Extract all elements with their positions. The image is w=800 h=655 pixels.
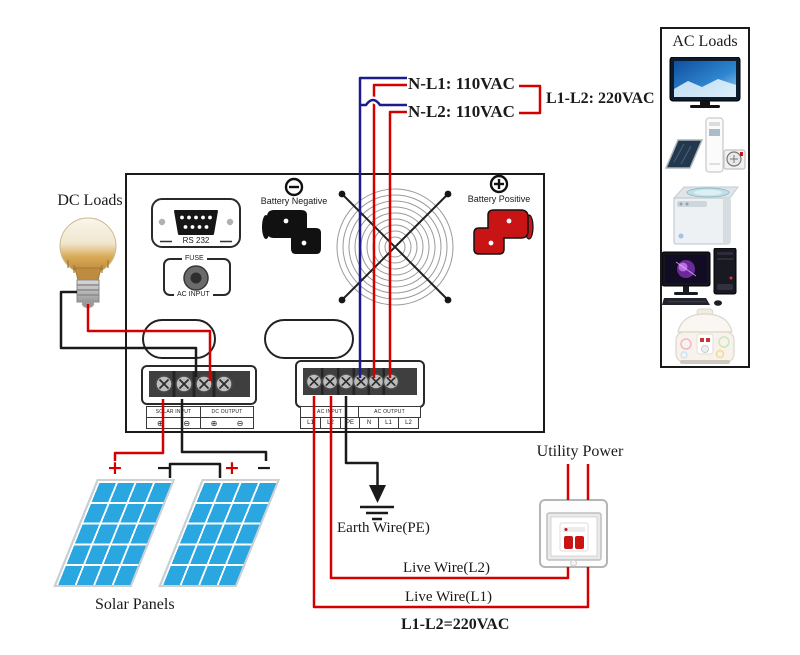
air-conditioner-icon (664, 117, 746, 173)
washing-machine-icon (672, 186, 739, 245)
pin-l2-in: L2 (320, 417, 341, 429)
rice-cooker-icon (675, 308, 735, 364)
cable-oval-right (264, 319, 354, 359)
dc-loads-title: DC Loads (57, 192, 123, 209)
pin-l1-in: L1 (300, 417, 321, 429)
ac-loads-title: AC Loads (672, 33, 738, 50)
earth-wire-label: Earth Wire(PE) (337, 520, 430, 536)
label-n-l1: N-L1: 110VAC (408, 74, 515, 93)
label-l1-l2: L1-L2: 220VAC (546, 90, 655, 107)
ac-terminal-block (295, 360, 425, 408)
panel2-minus-mark: − (256, 457, 272, 479)
dcout-minus-symbol: ⊖ (236, 418, 244, 428)
battery-positive-label: Battery Positive (467, 194, 531, 204)
earth-ground-icon (360, 485, 394, 521)
pin-pe: PE (340, 417, 360, 429)
cable-oval-left (142, 319, 216, 359)
pin-n: N (359, 417, 379, 429)
dcout-plus-symbol: ⊕ (210, 418, 218, 428)
rs232-label: RS 232 (182, 236, 210, 245)
solar-polarity-cell: ⊕⊖ (146, 417, 201, 429)
pin-l2-out: L2 (398, 417, 419, 429)
solar-panels-title: Solar Panels (95, 596, 175, 613)
battery-negative-label: Battery Negative (260, 196, 328, 206)
desktop-computer-icon (662, 248, 737, 306)
solar-minus-symbol: ⊖ (183, 418, 191, 428)
live-wire-l1-label: Live Wire(L1) (405, 589, 492, 605)
live-wire-l2-label: Live Wire(L2) (403, 560, 490, 576)
battery-negative-terminal (262, 177, 321, 254)
panel1-plus-mark: + (107, 457, 123, 479)
total-voltage-label: L1-L2=220VAC (401, 616, 510, 633)
label-n-l2: N-L2: 110VAC (408, 102, 515, 121)
dcout-polarity-cell: ⊕⊖ (200, 417, 254, 429)
tv-icon (669, 57, 741, 108)
pin-l1-out: L1 (378, 417, 399, 429)
fuse-ac-input-label: AC INPUT (174, 291, 213, 298)
dc-terminal-block (141, 365, 257, 405)
battery-positive-terminal (473, 174, 534, 255)
fan-icon (336, 188, 454, 306)
rs232-port (151, 198, 241, 248)
solar-plus-symbol: ⊕ (156, 418, 164, 428)
fuse-holder (163, 258, 231, 296)
utility-breaker-box (539, 499, 608, 568)
ac-terminal-pins: L1 L2 PE N L1 L2 (300, 417, 419, 429)
utility-power-title: Utility Power (536, 443, 624, 460)
dc-terminal-symbols: ⊕⊖ ⊕⊖ (146, 417, 254, 429)
fuse-label: FUSE (182, 255, 207, 262)
panel1-minus-mark: − (156, 457, 172, 479)
panel2-plus-mark: + (224, 457, 240, 479)
